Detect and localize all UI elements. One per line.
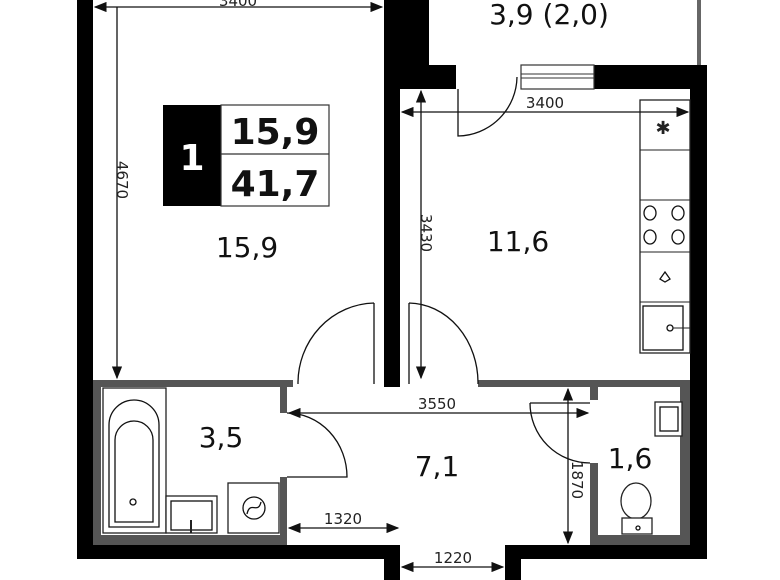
washing-machine	[227, 482, 280, 534]
dim-hall-width: 1320	[324, 510, 362, 528]
bathroom-sink	[165, 495, 218, 534]
dim-hall-length: 3550	[418, 395, 456, 413]
apartment-legend: 1 15,9 41,7	[163, 104, 330, 207]
area-bathroom: 3,5	[199, 421, 244, 454]
legend-room-count: 1	[179, 138, 204, 179]
dimension-labels: 3400 4670 3400 3430 3550 1320 1220 1870	[113, 0, 586, 567]
area-balcony: 3,9 (2,0)	[489, 0, 609, 31]
area-wc: 1,6	[608, 442, 653, 475]
stove-icon	[643, 205, 685, 245]
room-areas: 3,9 (2,0) 15,9 11,6 3,5 7,1 1,6	[199, 0, 653, 483]
dimension-lines	[93, 1, 690, 573]
area-hall: 7,1	[415, 450, 460, 483]
bathtub	[102, 387, 167, 534]
legend-total-area: 41,7	[231, 164, 320, 205]
walls	[77, 0, 707, 580]
window	[520, 64, 595, 90]
partitions	[93, 380, 690, 545]
toilet	[620, 482, 653, 535]
dim-kitchen-width: 3400	[526, 94, 564, 112]
legend-living-area: 15,9	[231, 112, 320, 153]
doors	[286, 76, 591, 478]
dim-bedroom-width: 3400	[219, 0, 257, 10]
wc-sink	[654, 401, 683, 437]
svg-text:✱: ✱	[655, 118, 670, 139]
area-kitchen: 11,6	[487, 225, 549, 258]
dim-kitchen-length: 3430	[417, 214, 435, 252]
kitchen-counter: ✱	[639, 99, 691, 354]
dim-wc-length: 1870	[568, 461, 586, 499]
dim-entrance-width: 1220	[434, 549, 472, 567]
area-bedroom: 15,9	[216, 231, 278, 264]
dim-bedroom-length: 4670	[113, 161, 131, 199]
